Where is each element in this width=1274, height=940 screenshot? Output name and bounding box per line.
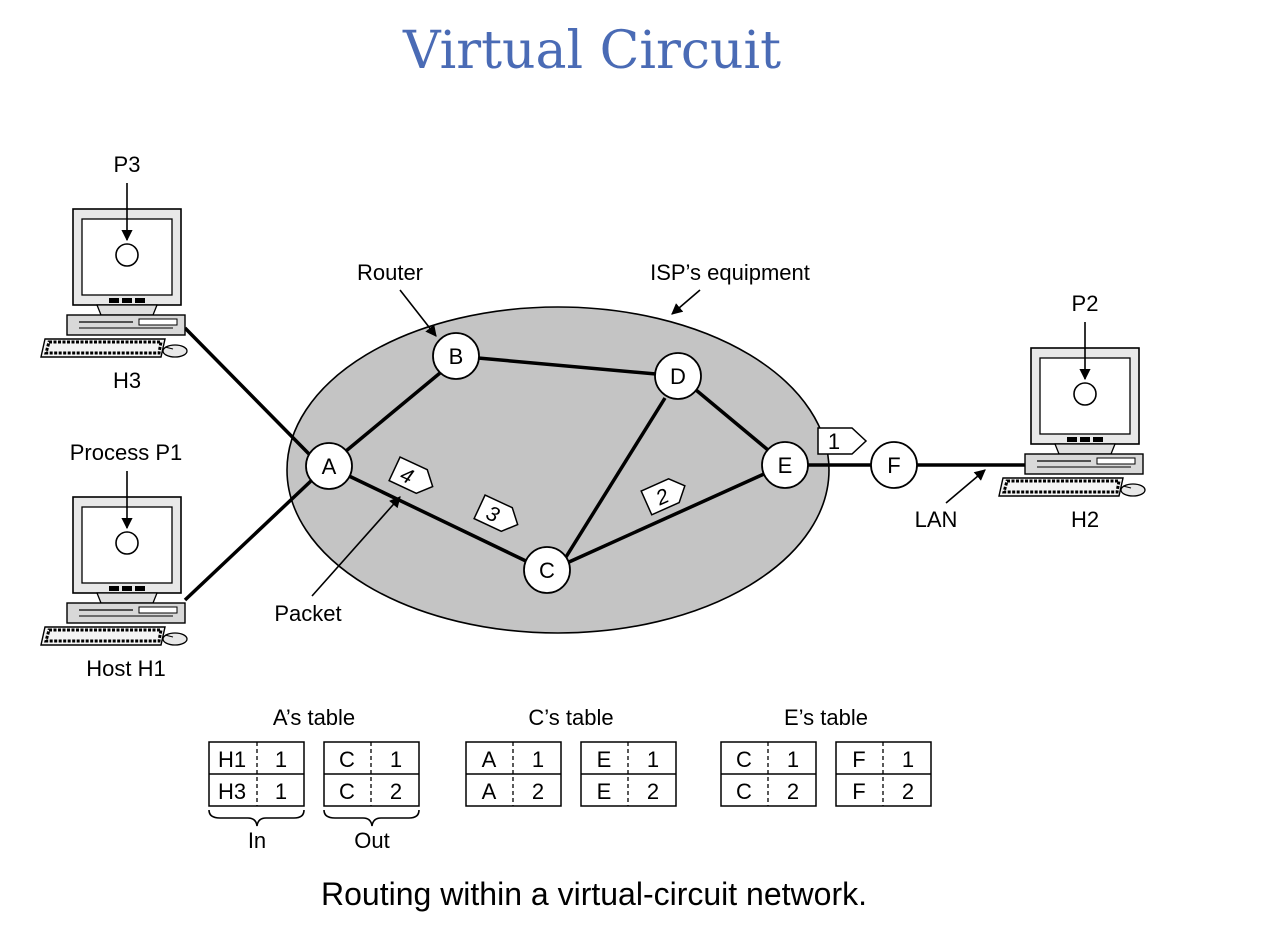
a-table-out: C 1 C 2 [323,741,420,807]
router-d: D [654,352,702,400]
table-cell: E [597,779,612,804]
table-cell: 1 [647,747,659,772]
e-table-title: E’s table [784,705,868,730]
table-cell: 2 [390,779,402,804]
process-p2-icon [1073,382,1097,406]
router-b-label: B [449,344,464,369]
router-b: B [432,332,480,380]
router-c: C [523,546,571,594]
table-cell: 1 [787,747,799,772]
e-table-in: C 1 C 2 [720,741,817,807]
table-cell: 1 [902,747,914,772]
table-cell: A [482,779,497,804]
router-e-label: E [778,453,793,478]
process-p1-label: Process P1 [70,440,183,465]
a-table: A’s table H1 1 H3 1 C 1 C 2 In Out [208,705,420,853]
table-cell: C [736,747,752,772]
out-label: Out [354,828,389,853]
lan-callout-label: LAN [915,507,958,532]
table-cell: H1 [218,747,246,772]
e-table: E’s table C 1 C 2 F 1 F 2 [720,705,932,807]
router-d-label: D [670,364,686,389]
router-f-label: F [887,453,900,478]
table-cell: 2 [787,779,799,804]
a-table-title: A’s table [273,705,355,730]
callouts: Router ISP’s equipment Packet LAN [274,260,986,626]
network-links [183,326,1028,602]
table-cell: C [339,747,355,772]
a-table-in: H1 1 H3 1 [208,741,305,807]
table-cell: 2 [647,779,659,804]
host-h2-label: H2 [1071,507,1099,532]
table-cell: 2 [532,779,544,804]
process-p2-label: P2 [1072,291,1099,316]
packet-1: 1 [817,427,868,455]
packet-callout-label: Packet [274,601,341,626]
table-cell: 2 [902,779,914,804]
packet-2: 2 [640,478,686,516]
in-label: In [248,828,266,853]
router-a: A [305,442,353,490]
slide-title: Virtual Circuit [402,21,781,81]
process-p3-icon [115,243,139,267]
router-callout-label: Router [357,260,423,285]
c-table-out: E 1 E 2 [580,741,677,807]
figure-caption: Routing within a virtual-circuit network… [321,876,867,912]
table-cell: 1 [390,747,402,772]
packet-4: 4 [388,456,434,495]
router-e: E [761,441,809,489]
table-cell: 1 [275,779,287,804]
packet-1-label: 1 [828,429,840,454]
table-cell: C [736,779,752,804]
host-h1-label: Host H1 [86,656,165,681]
table-cell: H3 [218,779,246,804]
table-cell: C [339,779,355,804]
host-h3-label: H3 [113,368,141,393]
host-h2: P2 H2 [997,291,1147,532]
out-brace [323,809,420,827]
isp-callout-label: ISP’s equipment [650,260,810,285]
process-p1-icon [115,531,139,555]
e-table-out: F 1 F 2 [835,741,932,807]
c-table-title: C’s table [528,705,613,730]
table-cell: E [597,747,612,772]
table-cell: 1 [275,747,287,772]
table-cell: 1 [532,747,544,772]
table-cell: F [852,747,865,772]
host-h3: P3 H3 [39,152,189,393]
c-table: C’s table A 1 A 2 E 1 E 2 [465,705,677,807]
in-brace [208,809,305,827]
process-p3-label: P3 [114,152,141,177]
c-table-in: A 1 A 2 [465,741,562,807]
router-a-label: A [322,454,337,479]
table-cell: A [482,747,497,772]
packet-3: 3 [473,494,519,533]
host-h1: Process P1 Host H1 [39,440,189,681]
table-cell: F [852,779,865,804]
router-c-label: C [539,558,555,583]
router-f: F [870,441,918,489]
